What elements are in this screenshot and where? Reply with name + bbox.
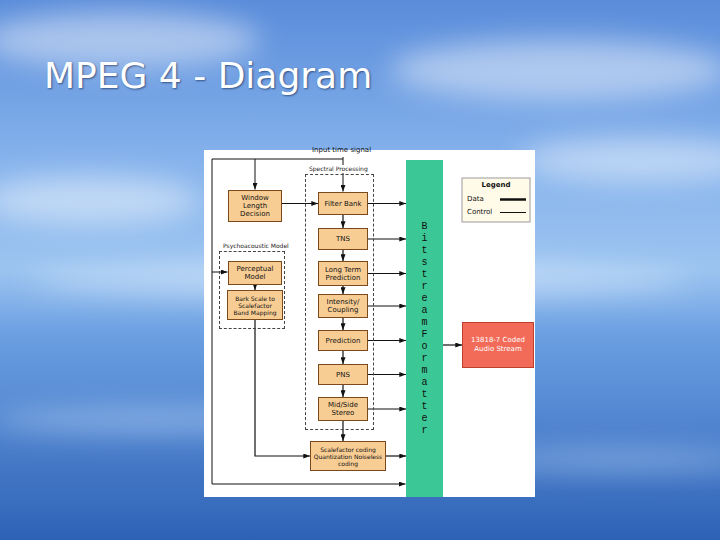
- clouds: [0, 12, 720, 470]
- process-box: Prediction: [318, 330, 368, 351]
- dashed-group: Psychoacoustic ModelPerceptual ModelBark…: [219, 251, 285, 329]
- output-box: 13818-7 Coded Audio Stream: [462, 322, 534, 368]
- process-box: Scalefactor coding Quantization Noiseles…: [310, 441, 386, 471]
- group-heading: Psychoacoustic Model: [222, 242, 290, 250]
- node-text: 13818-7 Coded Audio Stream: [466, 336, 530, 354]
- data-connector: [342, 286, 343, 294]
- diagram-panel: [204, 150, 535, 497]
- process-box: Long Term Prediction: [318, 261, 368, 286]
- process-box: Perceptual Model: [228, 261, 282, 285]
- control-wire: [212, 159, 213, 484]
- node-text: Window Length Decision: [231, 194, 279, 218]
- legend-control-sample: [500, 212, 526, 213]
- legend-entry: Control: [467, 208, 492, 217]
- node-text: TNS: [321, 235, 365, 243]
- legend-entry: Data: [467, 195, 484, 204]
- cloud: [0, 176, 200, 224]
- legend-box: [462, 178, 530, 222]
- data-connector: [342, 318, 343, 330]
- process-box: Intensity/ Coupling: [318, 294, 368, 318]
- data-connector: [342, 250, 343, 261]
- process-box: TNS: [318, 228, 368, 250]
- data-connector: [386, 455, 406, 456]
- cloud: [520, 138, 720, 182]
- cloud: [390, 40, 720, 100]
- node-text: Bark Scale to Scalefactor Band Mapping: [230, 295, 280, 316]
- dashed-group: Spectral ProcessingFilter BankTNSLong Te…: [305, 174, 374, 430]
- node-text: Filter Bank: [321, 200, 365, 208]
- node-text: PNS: [321, 371, 365, 379]
- node-text: Scalefactor coding Quantization Noiseles…: [313, 446, 383, 467]
- data-connector: [342, 351, 343, 364]
- data-connector: [342, 215, 343, 228]
- formatter-band: Bitstream Formatter: [406, 160, 443, 497]
- data-connector: [342, 421, 343, 441]
- data-connector: [342, 385, 343, 397]
- node-text: Long Term Prediction: [321, 266, 365, 282]
- legend-title: Legend: [462, 181, 530, 190]
- node-text: Intensity/ Coupling: [321, 298, 365, 314]
- group-heading: Spectral Processing: [308, 165, 369, 173]
- process-box: Mid/Side Stereo: [318, 397, 368, 421]
- data-connector: [282, 203, 318, 204]
- node-text: Prediction: [321, 337, 365, 345]
- node-text: Mid/Side Stereo: [321, 401, 365, 417]
- control-wire: [255, 159, 256, 190]
- node-text: Perceptual Model: [231, 265, 279, 281]
- input-wire: [212, 159, 343, 160]
- node-text: Bitstream Formatter: [420, 221, 430, 437]
- control-wire: [212, 484, 406, 485]
- legend-data-sample: [500, 198, 526, 201]
- process-box: Filter Bank: [318, 192, 368, 215]
- process-box: PNS: [318, 364, 368, 385]
- data-connector: [255, 320, 310, 456]
- slide-title: MPEG 4 - Diagram: [44, 54, 372, 98]
- data-connector: [443, 344, 462, 345]
- process-box: Window Length Decision: [228, 190, 282, 222]
- process-box: Bark Scale to Scalefactor Band Mapping: [227, 290, 283, 320]
- signal-label: Input time signal: [312, 146, 371, 155]
- input-wires: [212, 157, 406, 484]
